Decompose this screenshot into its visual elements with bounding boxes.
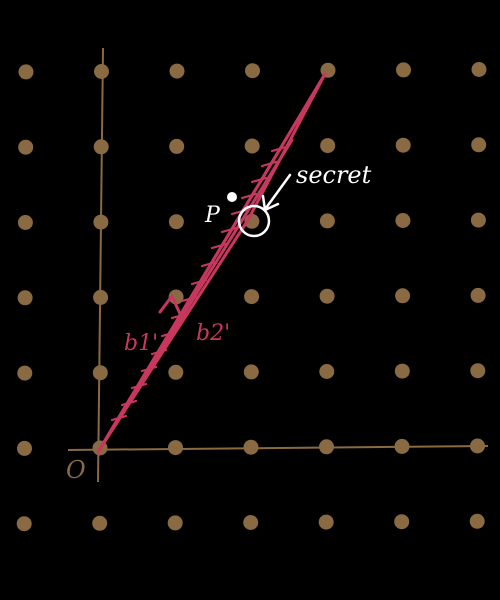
origin-label: O	[66, 456, 86, 484]
lattice-point	[167, 515, 183, 531]
vector-b1	[96, 138, 294, 454]
vector-b1-arrowhead	[158, 294, 182, 316]
lattice-point	[319, 364, 335, 379]
lattice-point	[244, 289, 260, 305]
lattice-point	[92, 365, 108, 381]
lattice-point	[17, 215, 33, 230]
lattice-point	[168, 214, 184, 230]
lattice-point	[396, 62, 411, 78]
lattice-point	[470, 287, 486, 303]
bad-basis	[96, 72, 327, 454]
lattice-points	[16, 62, 487, 532]
lattice-point	[168, 440, 183, 456]
point-p-label: P	[204, 203, 221, 228]
lattice-point	[470, 212, 486, 228]
secret-arrowhead	[261, 194, 280, 212]
vector-b1-label: b1'	[124, 331, 158, 356]
point-p-dot	[227, 192, 237, 202]
lattice-point	[92, 515, 108, 531]
secret-label: secret	[296, 161, 372, 189]
lattice-point	[168, 364, 184, 380]
lattice-point	[394, 514, 410, 530]
y-axis	[97, 47, 104, 483]
lattice-point	[395, 137, 411, 153]
lattice-point	[470, 363, 486, 379]
lattice-point	[243, 439, 259, 455]
lattice-point	[469, 513, 485, 529]
secret-circle	[237, 204, 271, 238]
lattice-point	[243, 364, 259, 380]
lattice-point	[394, 363, 410, 379]
lattice-point	[17, 365, 33, 381]
lattice-point	[245, 63, 260, 79]
lattice-point	[168, 289, 184, 305]
lattice-point	[244, 138, 260, 154]
lattice-point	[16, 516, 32, 532]
lattice-point	[18, 64, 34, 80]
vector-b2-label: b2'	[196, 321, 230, 346]
secret-arrow	[264, 173, 292, 210]
hatching	[110, 145, 288, 422]
lattice-point	[395, 288, 411, 304]
lattice-point	[471, 62, 487, 77]
lattice-point	[169, 63, 185, 79]
lattice-point	[169, 138, 185, 154]
lattice-point	[243, 515, 259, 530]
lattice-point	[318, 514, 334, 530]
lattice-point	[319, 288, 335, 304]
lattice-point	[471, 137, 487, 153]
lattice-point	[94, 64, 109, 79]
lattice-point	[395, 213, 411, 228]
lattice-point	[320, 138, 336, 154]
lattice-point	[17, 440, 32, 456]
lattice-point	[17, 290, 33, 306]
lattice-point	[18, 139, 34, 155]
lattice-point	[319, 213, 335, 229]
x-axis	[67, 445, 489, 451]
